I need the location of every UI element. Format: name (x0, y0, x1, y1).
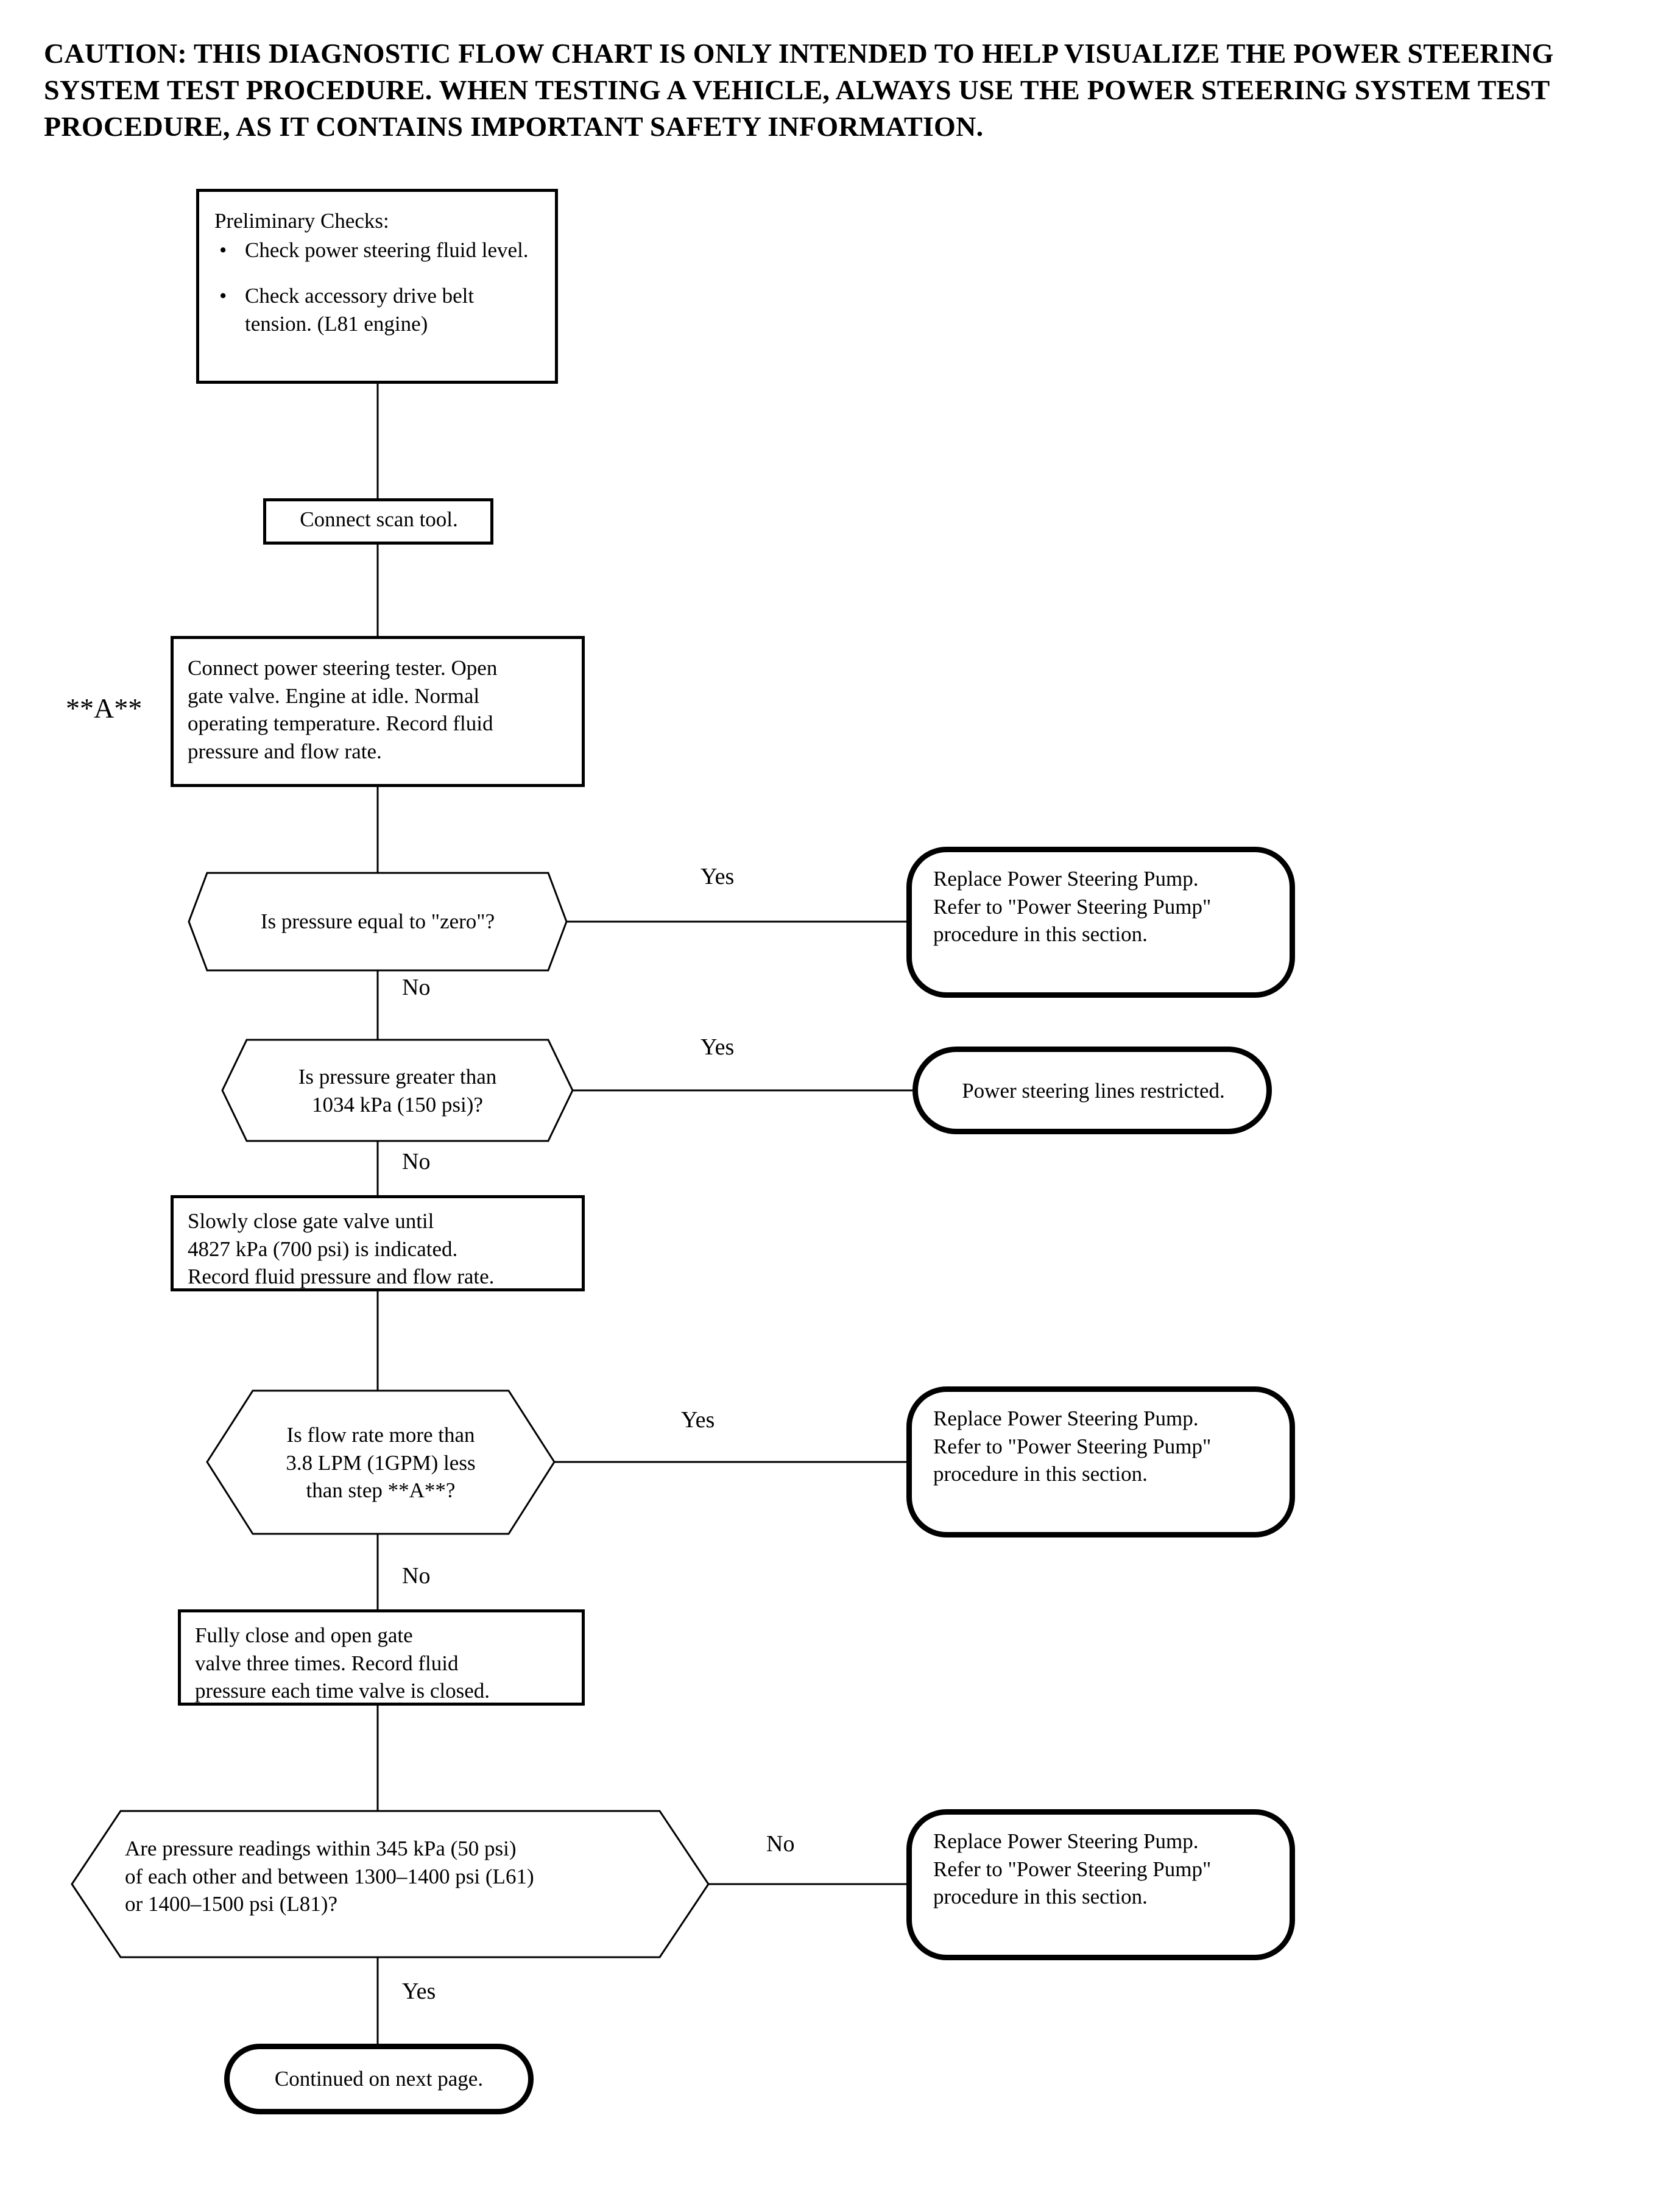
lines-restricted-label: Power steering lines restricted. (962, 1079, 1225, 1103)
node-close-gate-valve (171, 1195, 585, 1291)
node-preliminary-checks (196, 189, 558, 384)
bullet-icon: • (219, 238, 227, 262)
replace-pump-1-label: Replace Power Steering Pump. Refer to "P… (933, 867, 1212, 946)
node-cycle-gate-valve (178, 1609, 585, 1706)
decision-pressure-zero-label: Is pressure equal to "zero"? (260, 909, 495, 933)
preliminary-checks-content: Preliminary Checks: • Check power steeri… (214, 207, 540, 337)
list-item-label: Check accessory drive belt tension. (L81… (245, 284, 475, 336)
step-marker-a: **A** (66, 693, 143, 724)
decision-pressure-gt-1034-label: Is pressure greater than 1034 kPa (150 p… (298, 1065, 497, 1117)
branch-label-zero-yes: Yes (701, 864, 735, 889)
close-gate-valve-label: Slowly close gate valve until 4827 kPa (… (188, 1209, 495, 1288)
node-continued (224, 2044, 534, 2114)
list-item: • Check accessory drive belt tension. (L… (219, 282, 540, 337)
branch-label-gt1034-no: No (402, 1149, 431, 1174)
caution-header: CAUTION: THIS DIAGNOSTIC FLOW CHART IS O… (44, 38, 1554, 142)
branch-label-gt1034-yes: Yes (701, 1034, 735, 1060)
continued-label: Continued on next page. (274, 2067, 484, 2091)
branch-label-flow-no: No (402, 1563, 431, 1589)
bullet-icon: • (219, 284, 227, 308)
node-connect-scan-tool (263, 498, 493, 545)
preliminary-checks-heading: Preliminary Checks: (214, 209, 389, 233)
connect-tester-label: Connect power steering tester. Open gate… (188, 656, 498, 763)
preliminary-checks-list: • Check power steering fluid level. • Ch… (214, 236, 540, 338)
node-replace-pump-1 (906, 847, 1295, 998)
connect-scan-tool-label: Connect scan tool. (300, 507, 458, 531)
node-connect-tester (171, 636, 585, 787)
list-item: • Check power steering fluid level. (219, 236, 540, 264)
node-lines-restricted (912, 1047, 1272, 1134)
replace-pump-3-label: Replace Power Steering Pump. Refer to "P… (933, 1829, 1212, 1908)
replace-pump-2-label: Replace Power Steering Pump. Refer to "P… (933, 1407, 1212, 1486)
branch-label-zero-no: No (402, 975, 431, 1000)
decision-pressure-readings-label: Are pressure readings within 345 kPa (50… (125, 1837, 534, 1916)
node-replace-pump-2 (906, 1386, 1295, 1537)
branch-label-readings-yes: Yes (402, 1979, 436, 2004)
decision-flow-rate-label: Is flow rate more than 3.8 LPM (1GPM) le… (286, 1423, 476, 1502)
cycle-gate-valve-label: Fully close and open gate valve three ti… (195, 1623, 490, 1703)
branch-label-flow-yes: Yes (681, 1407, 715, 1433)
list-item-label: Check power steering fluid level. (245, 238, 529, 262)
node-replace-pump-3 (906, 1809, 1295, 1960)
branch-label-readings-no: No (766, 1831, 795, 1857)
